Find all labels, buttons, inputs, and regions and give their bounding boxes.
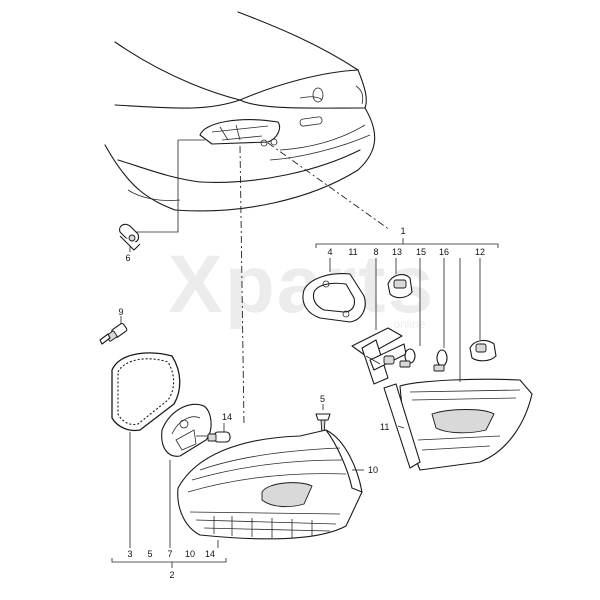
callout-row1-8: 8 [373, 247, 378, 257]
callout-14: 14 [222, 412, 232, 422]
callout-9: 9 [118, 307, 123, 317]
callout-row2-10: 10 [185, 549, 195, 559]
part-13-holder [387, 258, 413, 299]
callout-5: 5 [320, 394, 325, 404]
part-16-bulb [433, 258, 448, 372]
part-11-inner-lamp [383, 258, 533, 471]
callout-10: 10 [368, 465, 378, 475]
callout-row2-5: 5 [147, 549, 152, 559]
callout-row1-15: 15 [416, 247, 426, 257]
car-rear-body [104, 11, 391, 426]
callout-6: 6 [125, 253, 130, 263]
callout-row2-3: 3 [127, 549, 132, 559]
bracket-group-2 [111, 558, 227, 568]
callout-row1-16: 16 [439, 247, 449, 257]
part-7-holder [161, 403, 212, 548]
part-4-gasket [302, 258, 366, 323]
callout-row2-14: 14 [205, 549, 215, 559]
callout-row1-4: 4 [327, 247, 332, 257]
part-15-bulb [399, 258, 421, 368]
part-9-bulb-socket [99, 316, 128, 345]
part-6-clip [119, 223, 141, 252]
watermark-subtext: .online [390, 317, 426, 331]
part-14-bulb [196, 423, 231, 443]
callout-row1-12: 12 [475, 247, 485, 257]
callout-1: 1 [400, 226, 405, 236]
part-8-bulb-carrier [351, 258, 407, 385]
callout-row2-7: 7 [167, 549, 172, 559]
part-12-holder [469, 258, 497, 362]
callout-row1-11: 11 [348, 247, 357, 257]
callout-labels: 1 4 11 8 13 15 16 12 6 9 14 5 10 11 3 5 … [118, 226, 485, 580]
callout-row1-13: 13 [392, 247, 402, 257]
callout-11: 11 [380, 422, 389, 432]
part-10-outer-lamp [177, 429, 364, 548]
bracket-group-1 [315, 238, 499, 248]
callout-2: 2 [169, 570, 174, 580]
part-3-seal [111, 352, 181, 548]
